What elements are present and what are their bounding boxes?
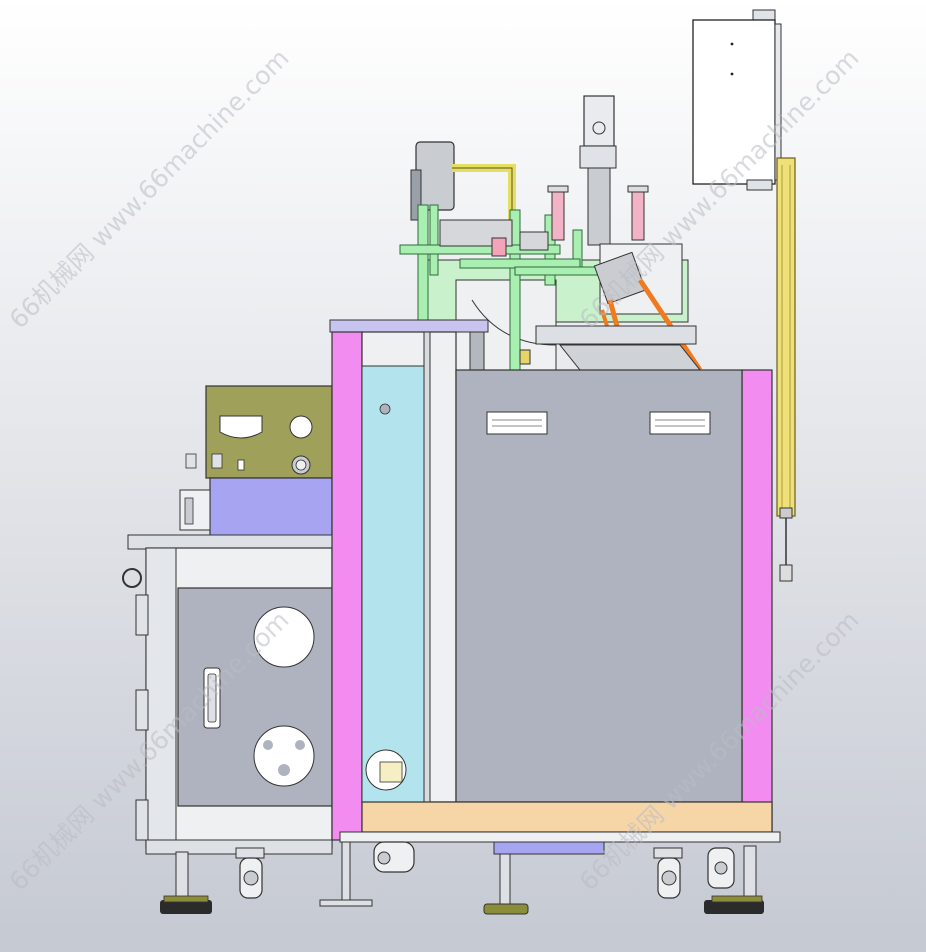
left-cabinet-frame	[122, 534, 333, 855]
control-box-olive	[185, 385, 333, 479]
light-curtain-sensor	[776, 157, 796, 582]
lavender-box	[179, 477, 333, 537]
casters-and-feet	[160, 841, 764, 915]
electrical-cabinet-top	[692, 9, 782, 191]
main-body	[329, 319, 781, 855]
